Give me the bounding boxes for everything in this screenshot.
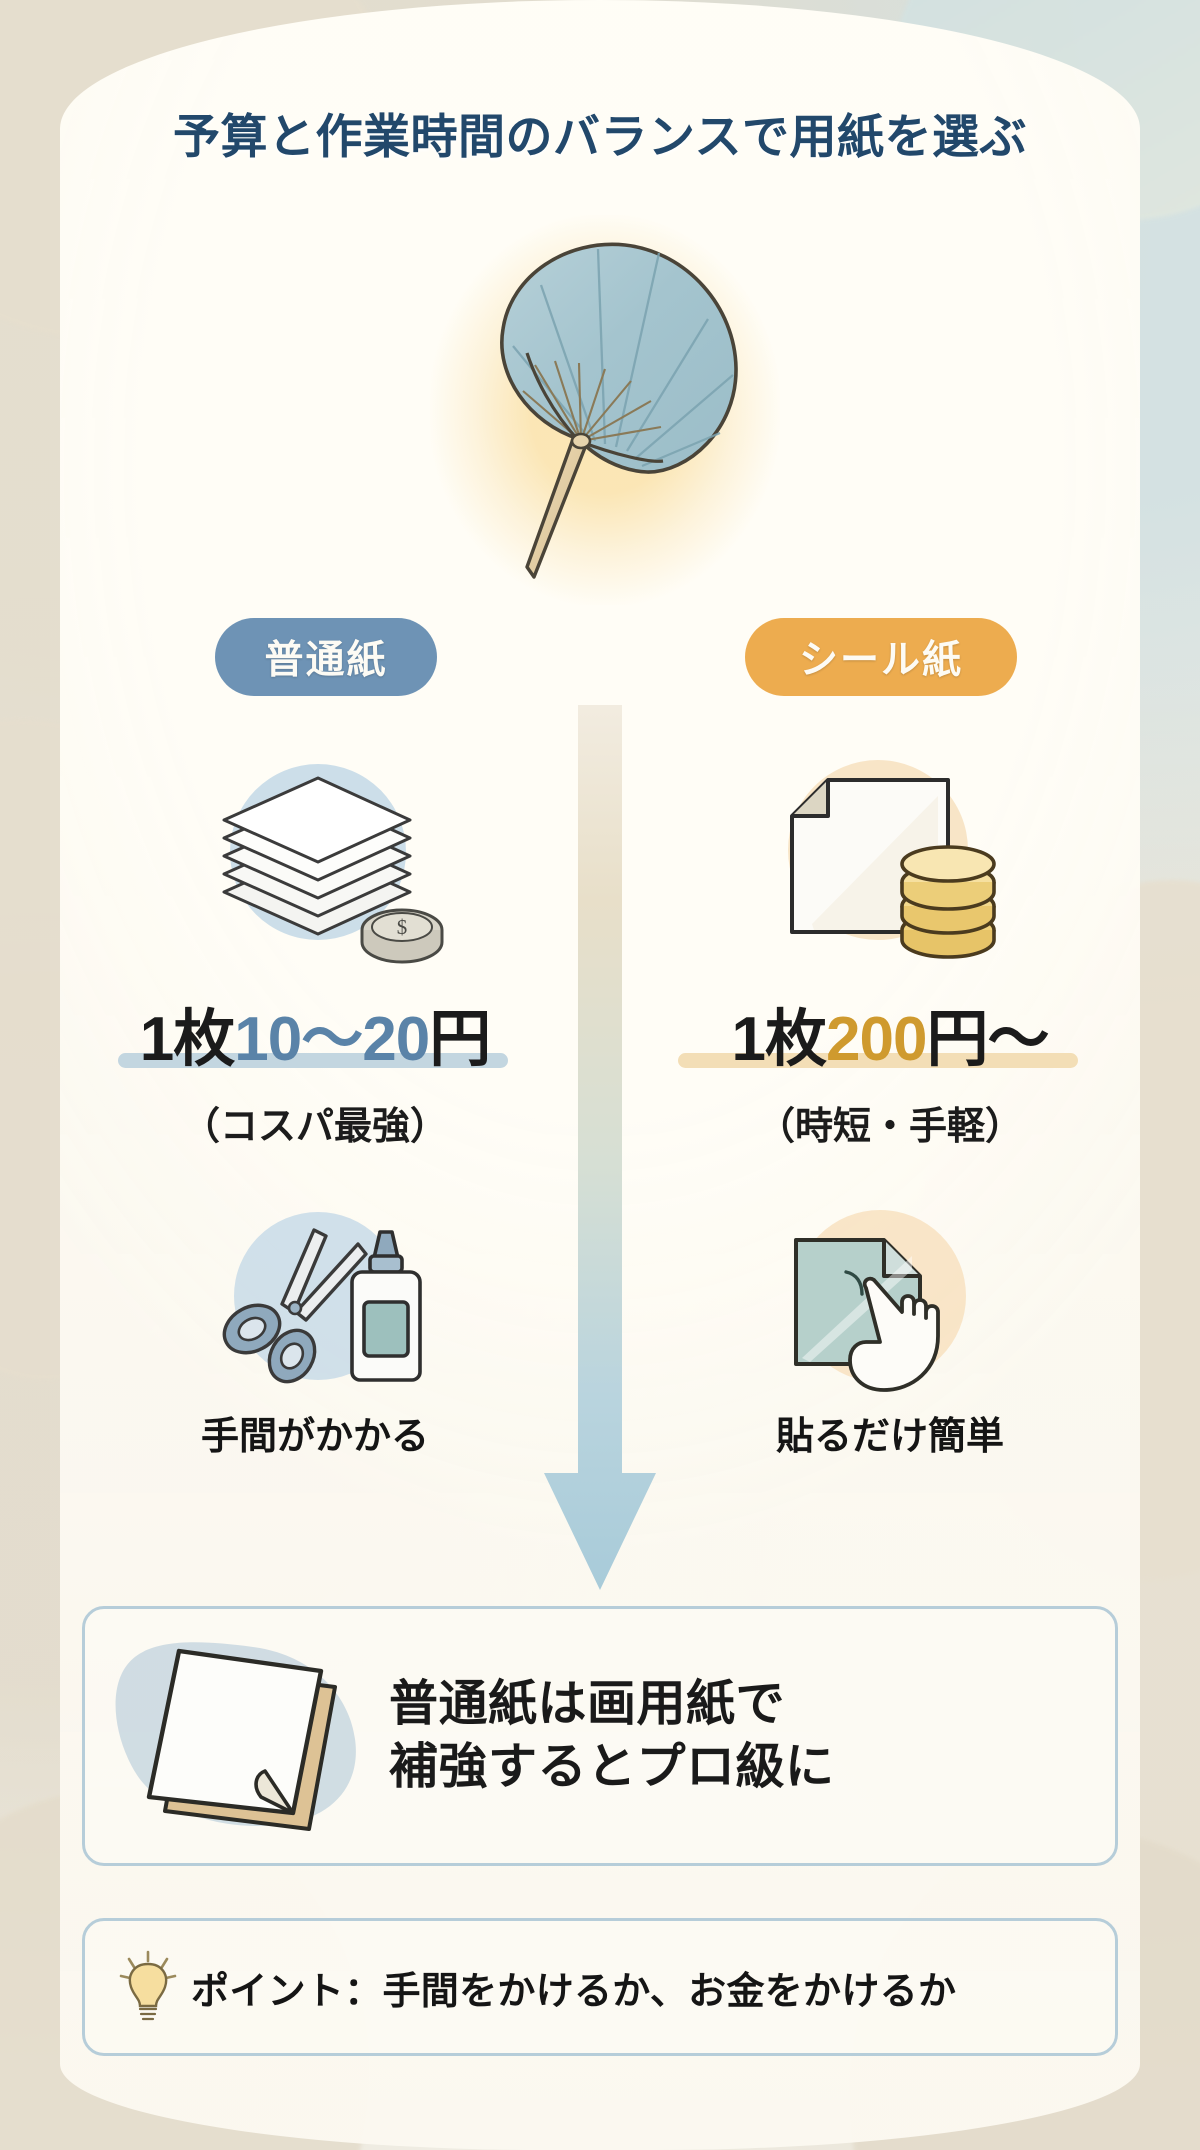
lightbulb-icon xyxy=(119,1950,177,2021)
price-plain-value: 10〜20 xyxy=(234,1005,430,1074)
page-title-text: 予算と作業時間のバランスで用紙を選ぶ xyxy=(172,110,1028,163)
caption-plain-paper: 手間がかかる xyxy=(200,1416,429,1458)
caption-sticker-paper: 貼るだけ簡単 xyxy=(775,1416,1004,1458)
tip-bar: ポイント：手間をかけるか、お金をかけるか xyxy=(82,1918,1118,2056)
badge-plain-paper[interactable]: 普通紙 xyxy=(215,618,437,696)
badge-plain-paper-label: 普通紙 xyxy=(264,639,388,682)
price-sticker-value: 200 xyxy=(826,1005,927,1074)
price-sticker-paper: 1枚200円〜 xyxy=(655,988,1125,1078)
price-sticker-suffix: 円〜 xyxy=(926,1005,1049,1074)
sublabel-plain-paper: （コスパ最強） xyxy=(181,1106,448,1148)
page-title: 予算と作業時間のバランスで用紙を選ぶ xyxy=(173,98,1027,167)
conclusion-card: 普通紙は画用紙で 補強するとプロ級に xyxy=(82,1606,1118,1866)
page-title-container: 予算と作業時間のバランスで用紙を選ぶ xyxy=(0,98,1200,167)
conclusion-line-2: 補強するとプロ級に xyxy=(389,1740,835,1794)
price-plain-prefix: 1枚 xyxy=(139,1005,235,1074)
svg-text:$: $ xyxy=(397,915,408,939)
tip-text: ポイント：手間をかけるか、お金をかけるか xyxy=(191,1970,957,2013)
down-arrow-icon xyxy=(544,705,656,1590)
sticker-sheet-coins-icon xyxy=(788,760,996,959)
conclusion-text: 普通紙は画用紙で 補強するとプロ級に xyxy=(383,1673,835,1798)
scissors-glue-icon xyxy=(222,1212,422,1384)
badge-sticker-paper-label: シール紙 xyxy=(798,639,963,682)
price-underline-sticker xyxy=(678,1053,1078,1068)
price-plain-suffix: 円 xyxy=(429,1005,491,1074)
price-underline-plain xyxy=(118,1053,508,1068)
paper-stack-coin-icon: $ xyxy=(222,764,444,964)
price-sticker-prefix: 1枚 xyxy=(731,1005,827,1074)
conclusion-line-1: 普通紙は画用紙で xyxy=(389,1677,786,1732)
paper-on-drawing-paper-icon xyxy=(115,1642,356,1831)
price-plain-paper: 1枚10〜20円 xyxy=(80,988,550,1078)
badge-sticker-paper[interactable]: シール紙 xyxy=(745,618,1017,696)
hand-pressing-sticker-icon xyxy=(794,1210,966,1392)
uchiwa-fan-icon xyxy=(500,242,738,579)
sublabel-sticker-paper: （時短・手軽） xyxy=(756,1106,1023,1148)
